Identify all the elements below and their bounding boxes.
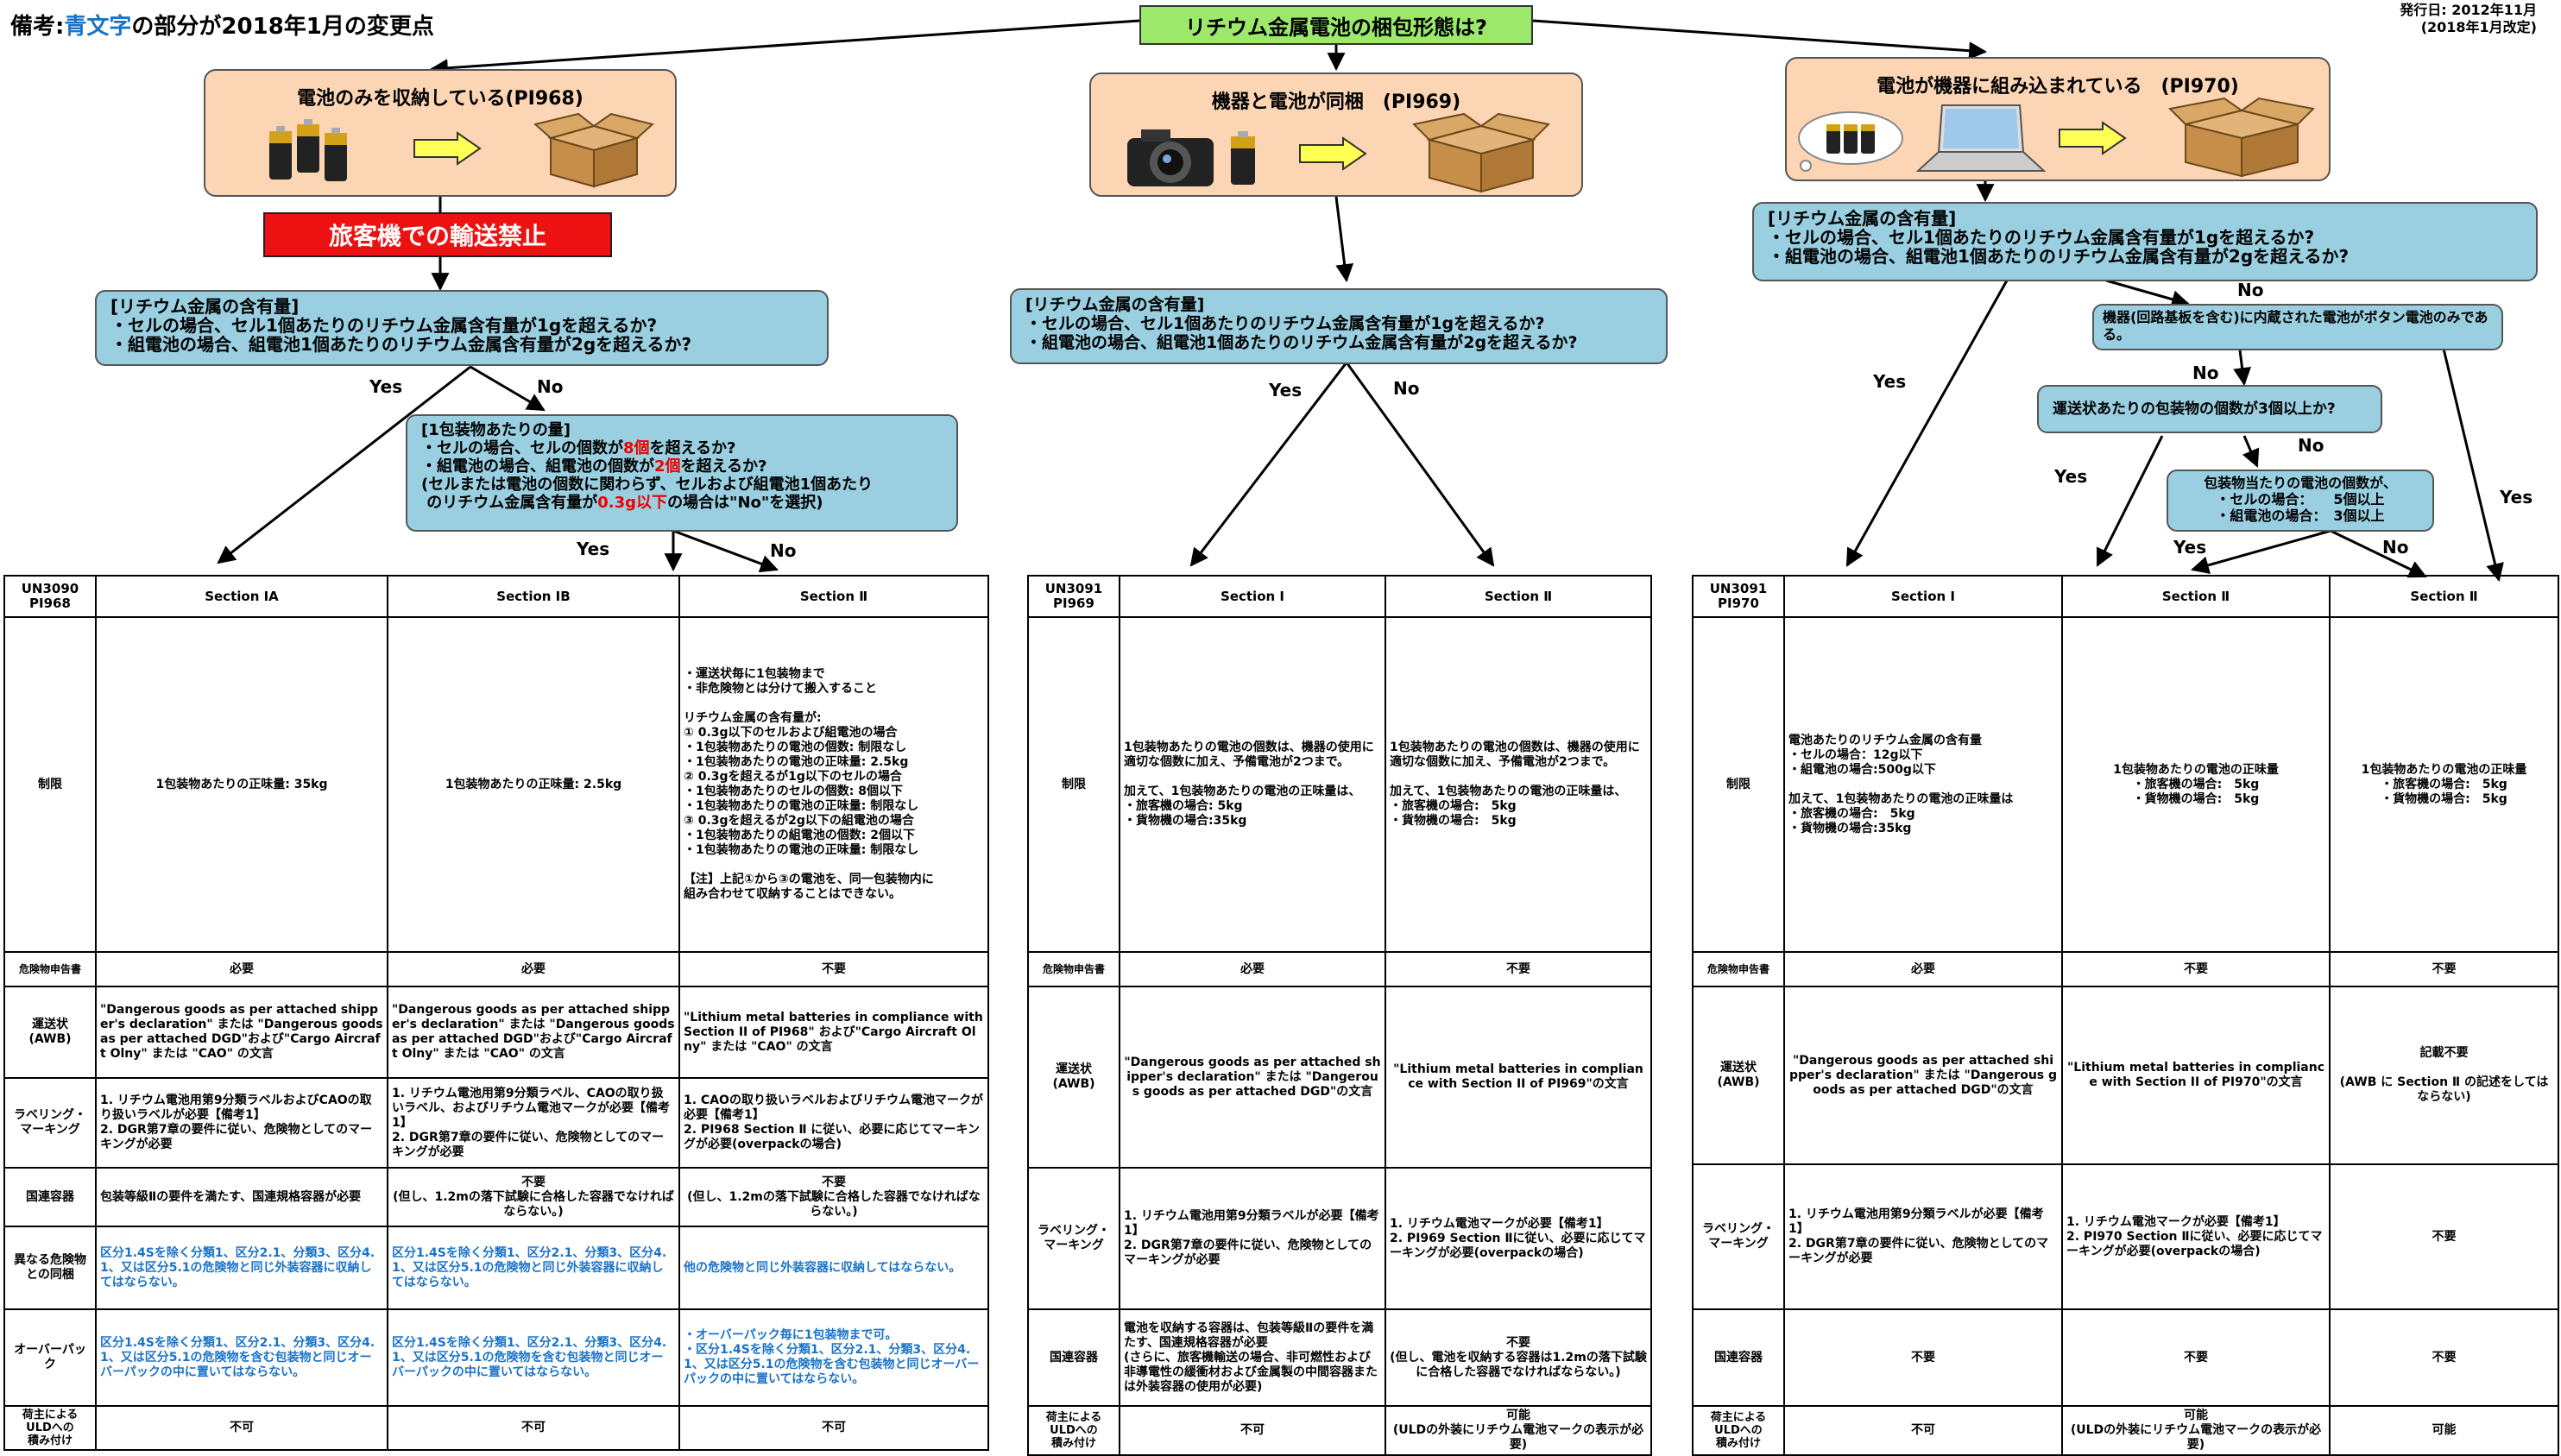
content-question-pi968: [リチウム金属の含有量] ・セルの場合、セル1個あたりのリチウム金属含有量が1g…: [95, 290, 829, 366]
table-header-row: UN3091 PI969 Section Ⅰ Section Ⅱ: [1027, 575, 1652, 618]
table-row-labeling: ラベリング・ マーキング 1. リチウム電池用第9分類ラベルが必要【備考1】 2…: [1027, 1167, 1652, 1310]
table-pi970: UN3091 PI970 Section Ⅰ Section Ⅱ Section…: [1692, 575, 2559, 1456]
table-row-un-packaging: 国連容器 電池を収納する容器は、包装等級Ⅱの要件を満たす、国連規格容器が必要 (…: [1027, 1308, 1652, 1407]
no-label: No: [2192, 362, 2219, 383]
yes-label: Yes: [1269, 380, 1303, 400]
table-row-awb: 運送状 (AWB) "Dangerous goods as per attach…: [1692, 986, 2559, 1165]
yes-label: Yes: [2500, 487, 2533, 507]
table-row-dgd: 危険物申告書 必要 不要 不要: [1692, 951, 2559, 987]
no-label: No: [770, 540, 797, 561]
table-row-uld: 荷主による ULDへの 積み付け 不可 不可 不可: [3, 1405, 989, 1451]
table-row-dgd: 危険物申告書 必要 必要 不要: [3, 951, 989, 987]
arrow-right-icon: [2059, 121, 2127, 155]
cardboard-box-icon: [2168, 97, 2315, 178]
passenger-prohibited-banner: 旅客機での輸送禁止: [263, 212, 612, 257]
table-row-dgd: 危険物申告書 必要 不要: [1027, 951, 1652, 987]
table-row-limit: 制限 1包装物あたりの正味量: 35kg 1包装物あたりの正味量: 2.5kg …: [3, 616, 989, 953]
arrow-right-icon: [413, 131, 482, 166]
table-row-labeling: ラベリング・ マーキング 1. リチウム電池用第9分類ラベルおよびCAOの取り扱…: [3, 1077, 989, 1169]
arrow-right-icon: [1299, 136, 1367, 171]
waybill-count-question: 運送状あたりの包装物の個数が3個以上か?: [2037, 385, 2382, 433]
table-row-un-packaging: 国連容器 不要 不要 不要: [1692, 1308, 2559, 1407]
branch-pi968: 電池のみを収納している(PI968): [204, 69, 677, 197]
yes-label: Yes: [2054, 466, 2088, 487]
table-row-labeling: ラベリング・ マーキング 1. リチウム電池用第9分類ラベルが必要【備考1】 2…: [1692, 1163, 2559, 1310]
no-label: No: [2237, 280, 2264, 300]
button-cell-question: 機器(回路基板を含む)に内蔵された電池がボタン電池のみである。: [2092, 304, 2503, 350]
yes-label: Yes: [369, 376, 403, 397]
cardboard-box-icon: [1412, 112, 1550, 193]
table-pi969: UN3091 PI969 Section Ⅰ Section Ⅱ 制限 1包装物…: [1027, 575, 1652, 1456]
table-header-row: UN3090 PI968 Section IA Section IB Secti…: [3, 575, 989, 618]
branch-pi970: 電池が機器に組み込まれている (PI970): [1785, 57, 2331, 181]
no-label: No: [1393, 378, 1420, 399]
table-row-uld: 荷主による ULDへの 積み付け 不可 可能 (ULDの外装にリチウム電池マーク…: [1027, 1405, 1652, 1456]
no-label: No: [2298, 435, 2324, 456]
table-header-row: UN3091 PI970 Section Ⅰ Section Ⅱ Section…: [1692, 575, 2559, 618]
table-row-limit: 制限 電池あたりのリチウム金属の含有量 ・セルの場合：12g以下 ・組電池の場合…: [1692, 616, 2559, 953]
thought-cloud-icon: [1798, 111, 1903, 172]
table-row-overpack: オーバーパック 区分1.4Sを除く分類1、区分2.1、分類3、区分4.1、又は区…: [3, 1308, 989, 1407]
table-row-segregation: 異なる危険物 との同梱 区分1.4Sを除く分類1、区分2.1、分類3、区分4.1…: [3, 1226, 989, 1310]
table-row-uld: 荷主による ULDへの 積み付け 不可 可能 (ULDの外装にリチウム電池マーク…: [1692, 1405, 2559, 1456]
no-label: No: [2382, 537, 2409, 558]
laptop-icon: [1916, 104, 2046, 172]
yes-label: Yes: [2173, 537, 2207, 558]
content-question-pi970: [リチウム金属の含有量] ・セルの場合、セル1個あたりのリチウム金属含有量が1g…: [1752, 202, 2538, 281]
table-row-limit: 制限 1包装物あたりの電池の個数は、機器の使用に適切な個数に加え、予備電池が2つ…: [1027, 616, 1652, 953]
table-row-un-packaging: 国連容器 包装等級Ⅱの要件を満たす、国連規格容器が必要 不要 (但し、1.2mの…: [3, 1167, 989, 1227]
yes-label: Yes: [1873, 371, 1907, 392]
battery-count-question: 包装物当たりの電池の個数が、 ・セルの場合： 5個以上 ・組電池の場合： 3個以…: [2167, 470, 2434, 532]
table-row-awb: 運送状 (AWB) "Dangerous goods as per attach…: [3, 986, 989, 1079]
cardboard-box-icon: [533, 112, 654, 188]
battery-icon: [269, 119, 347, 181]
no-label: No: [537, 376, 564, 397]
content-question-pi969: [リチウム金属の含有量] ・セルの場合、セル1個あたりのリチウム金属含有量が1g…: [1010, 288, 1668, 364]
battery-icon: [1231, 131, 1255, 185]
package-quantity-question: [1包装物あたりの量] ・セルの場合、セルの個数が8個を超えるか? ・組電池の場…: [406, 414, 958, 532]
table-pi968: UN3090 PI968 Section IA Section IB Secti…: [3, 575, 989, 1451]
issue-date: 発行日: 2012年11月 (2018年1月改定): [2400, 2, 2537, 35]
table-row-awb: 運送状 (AWB) "Dangerous goods as per attach…: [1027, 986, 1652, 1169]
top-question: リチウム金属電池の梱包形態は?: [1139, 5, 1533, 45]
camera-icon: [1127, 129, 1214, 186]
yes-label: Yes: [577, 539, 610, 559]
branch-pi969: 機器と電池が同梱 (PI969): [1089, 72, 1583, 197]
change-note: 備考:青文字の部分が2018年1月の変更点: [10, 14, 434, 40]
